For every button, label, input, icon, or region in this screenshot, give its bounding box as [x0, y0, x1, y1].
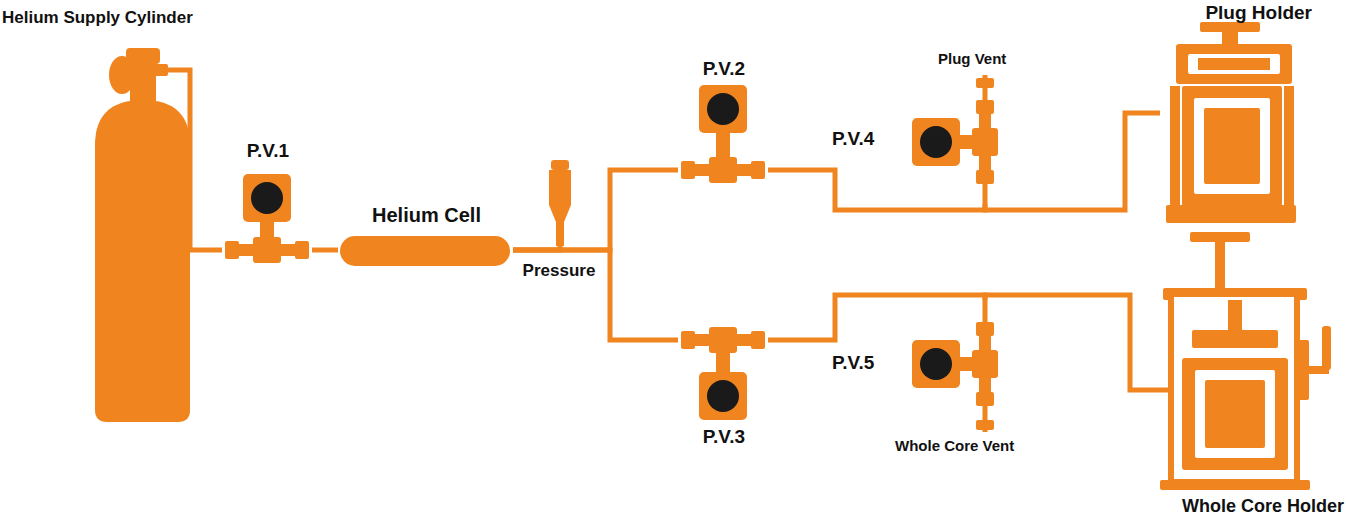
holder-base	[1166, 205, 1296, 223]
node-label: P.V.1	[222, 140, 314, 163]
holder-screw	[1215, 242, 1225, 292]
valve-stem	[716, 353, 730, 372]
knob-dial	[920, 126, 952, 158]
holder-screw	[1222, 30, 1238, 44]
node-label: Helium Cell	[338, 203, 515, 227]
knob-dial	[707, 380, 739, 412]
valve-node: P.V.3	[678, 325, 770, 453]
valve-knob	[243, 174, 291, 222]
pipe-fitting	[751, 161, 765, 179]
vent-valve-node: P.V.5	[832, 300, 1002, 434]
holder-handle	[1190, 232, 1250, 242]
knob-dial	[707, 93, 739, 125]
valve-body	[972, 128, 998, 156]
pipe-fitting	[976, 170, 994, 184]
pipe-fitting	[976, 392, 994, 406]
holder-post	[1284, 86, 1294, 206]
node-label: Whole Core Holder	[1155, 496, 1344, 518]
valve-knob	[912, 118, 960, 166]
clamp-gap	[1188, 54, 1280, 74]
valve-body	[709, 157, 737, 183]
cell-node: Helium Cell	[338, 203, 515, 270]
plug-sample	[1204, 108, 1260, 184]
pressure-gauge	[549, 170, 571, 246]
valve-stem	[716, 133, 730, 157]
press-plate	[1192, 330, 1278, 348]
pipe-fitting	[976, 78, 994, 88]
valve-stem	[260, 222, 274, 237]
knob-dial	[251, 182, 283, 214]
holder-post	[1170, 86, 1180, 206]
holder-base	[1160, 480, 1310, 490]
holder-node: Plug Holder	[1160, 2, 1312, 227]
valve-stem	[960, 357, 972, 371]
gas-line	[768, 170, 985, 210]
gas-cylinder	[95, 100, 190, 422]
node-label: P.V.2	[678, 58, 770, 81]
valve-node: P.V.1	[222, 140, 314, 265]
valve-node: P.V.2	[678, 58, 770, 183]
pipe-fitting	[976, 100, 994, 114]
holder-window	[1194, 98, 1270, 194]
pipe-fitting	[681, 161, 695, 179]
pipe-fitting	[976, 420, 994, 430]
vent-label: Whole Core Vent	[895, 437, 1014, 455]
valve-body	[972, 350, 998, 378]
gas-line	[513, 170, 678, 250]
gauge-node: Pressure	[503, 150, 615, 290]
press-rod	[1228, 300, 1242, 330]
core-window	[1195, 370, 1275, 458]
pipe-fitting	[225, 241, 239, 259]
pipe-fitting	[976, 322, 994, 336]
holder-node: Whole Core Holder	[1155, 226, 1344, 521]
gas-line	[768, 295, 985, 340]
node-label: P.V.4	[832, 128, 1002, 151]
gas-line	[985, 295, 1168, 390]
core-sleeve	[1182, 358, 1288, 470]
crank-handle	[1322, 326, 1331, 370]
vent-label: Plug Vent	[938, 50, 1006, 68]
helium-cell	[340, 236, 510, 266]
gas-line	[985, 113, 1160, 210]
holder-clamp	[1176, 44, 1292, 84]
node-label: Pressure	[503, 261, 615, 281]
node-label: Plug Holder	[1160, 2, 1312, 25]
core-sample	[1205, 380, 1265, 448]
valve-knob	[912, 340, 960, 388]
cylinder-node: Helium Supply Cylinder	[2, 8, 272, 424]
node-label: Helium Supply Cylinder	[2, 8, 272, 28]
pipe-fitting	[681, 331, 695, 349]
valve-knob	[699, 372, 747, 420]
crank-housing	[1297, 340, 1309, 400]
pipe-fitting	[751, 331, 765, 349]
holder-frame	[1171, 294, 1297, 482]
gas-line	[312, 248, 338, 253]
valve-body	[253, 237, 281, 263]
valve-stem	[960, 135, 972, 149]
clamp-plate	[1198, 58, 1270, 70]
gauge-cap	[551, 160, 569, 170]
cylinder-handle	[109, 56, 135, 94]
pipe-fitting	[295, 241, 309, 259]
vent-valve-node: P.V.4	[832, 76, 1002, 204]
node-label: P.V.3	[678, 426, 770, 449]
node-label: P.V.5	[832, 352, 1002, 375]
valve-body	[709, 327, 737, 353]
holder-body	[1182, 86, 1282, 206]
valve-knob	[699, 85, 747, 133]
knob-dial	[920, 348, 952, 380]
cylinder-outlet	[154, 64, 168, 76]
